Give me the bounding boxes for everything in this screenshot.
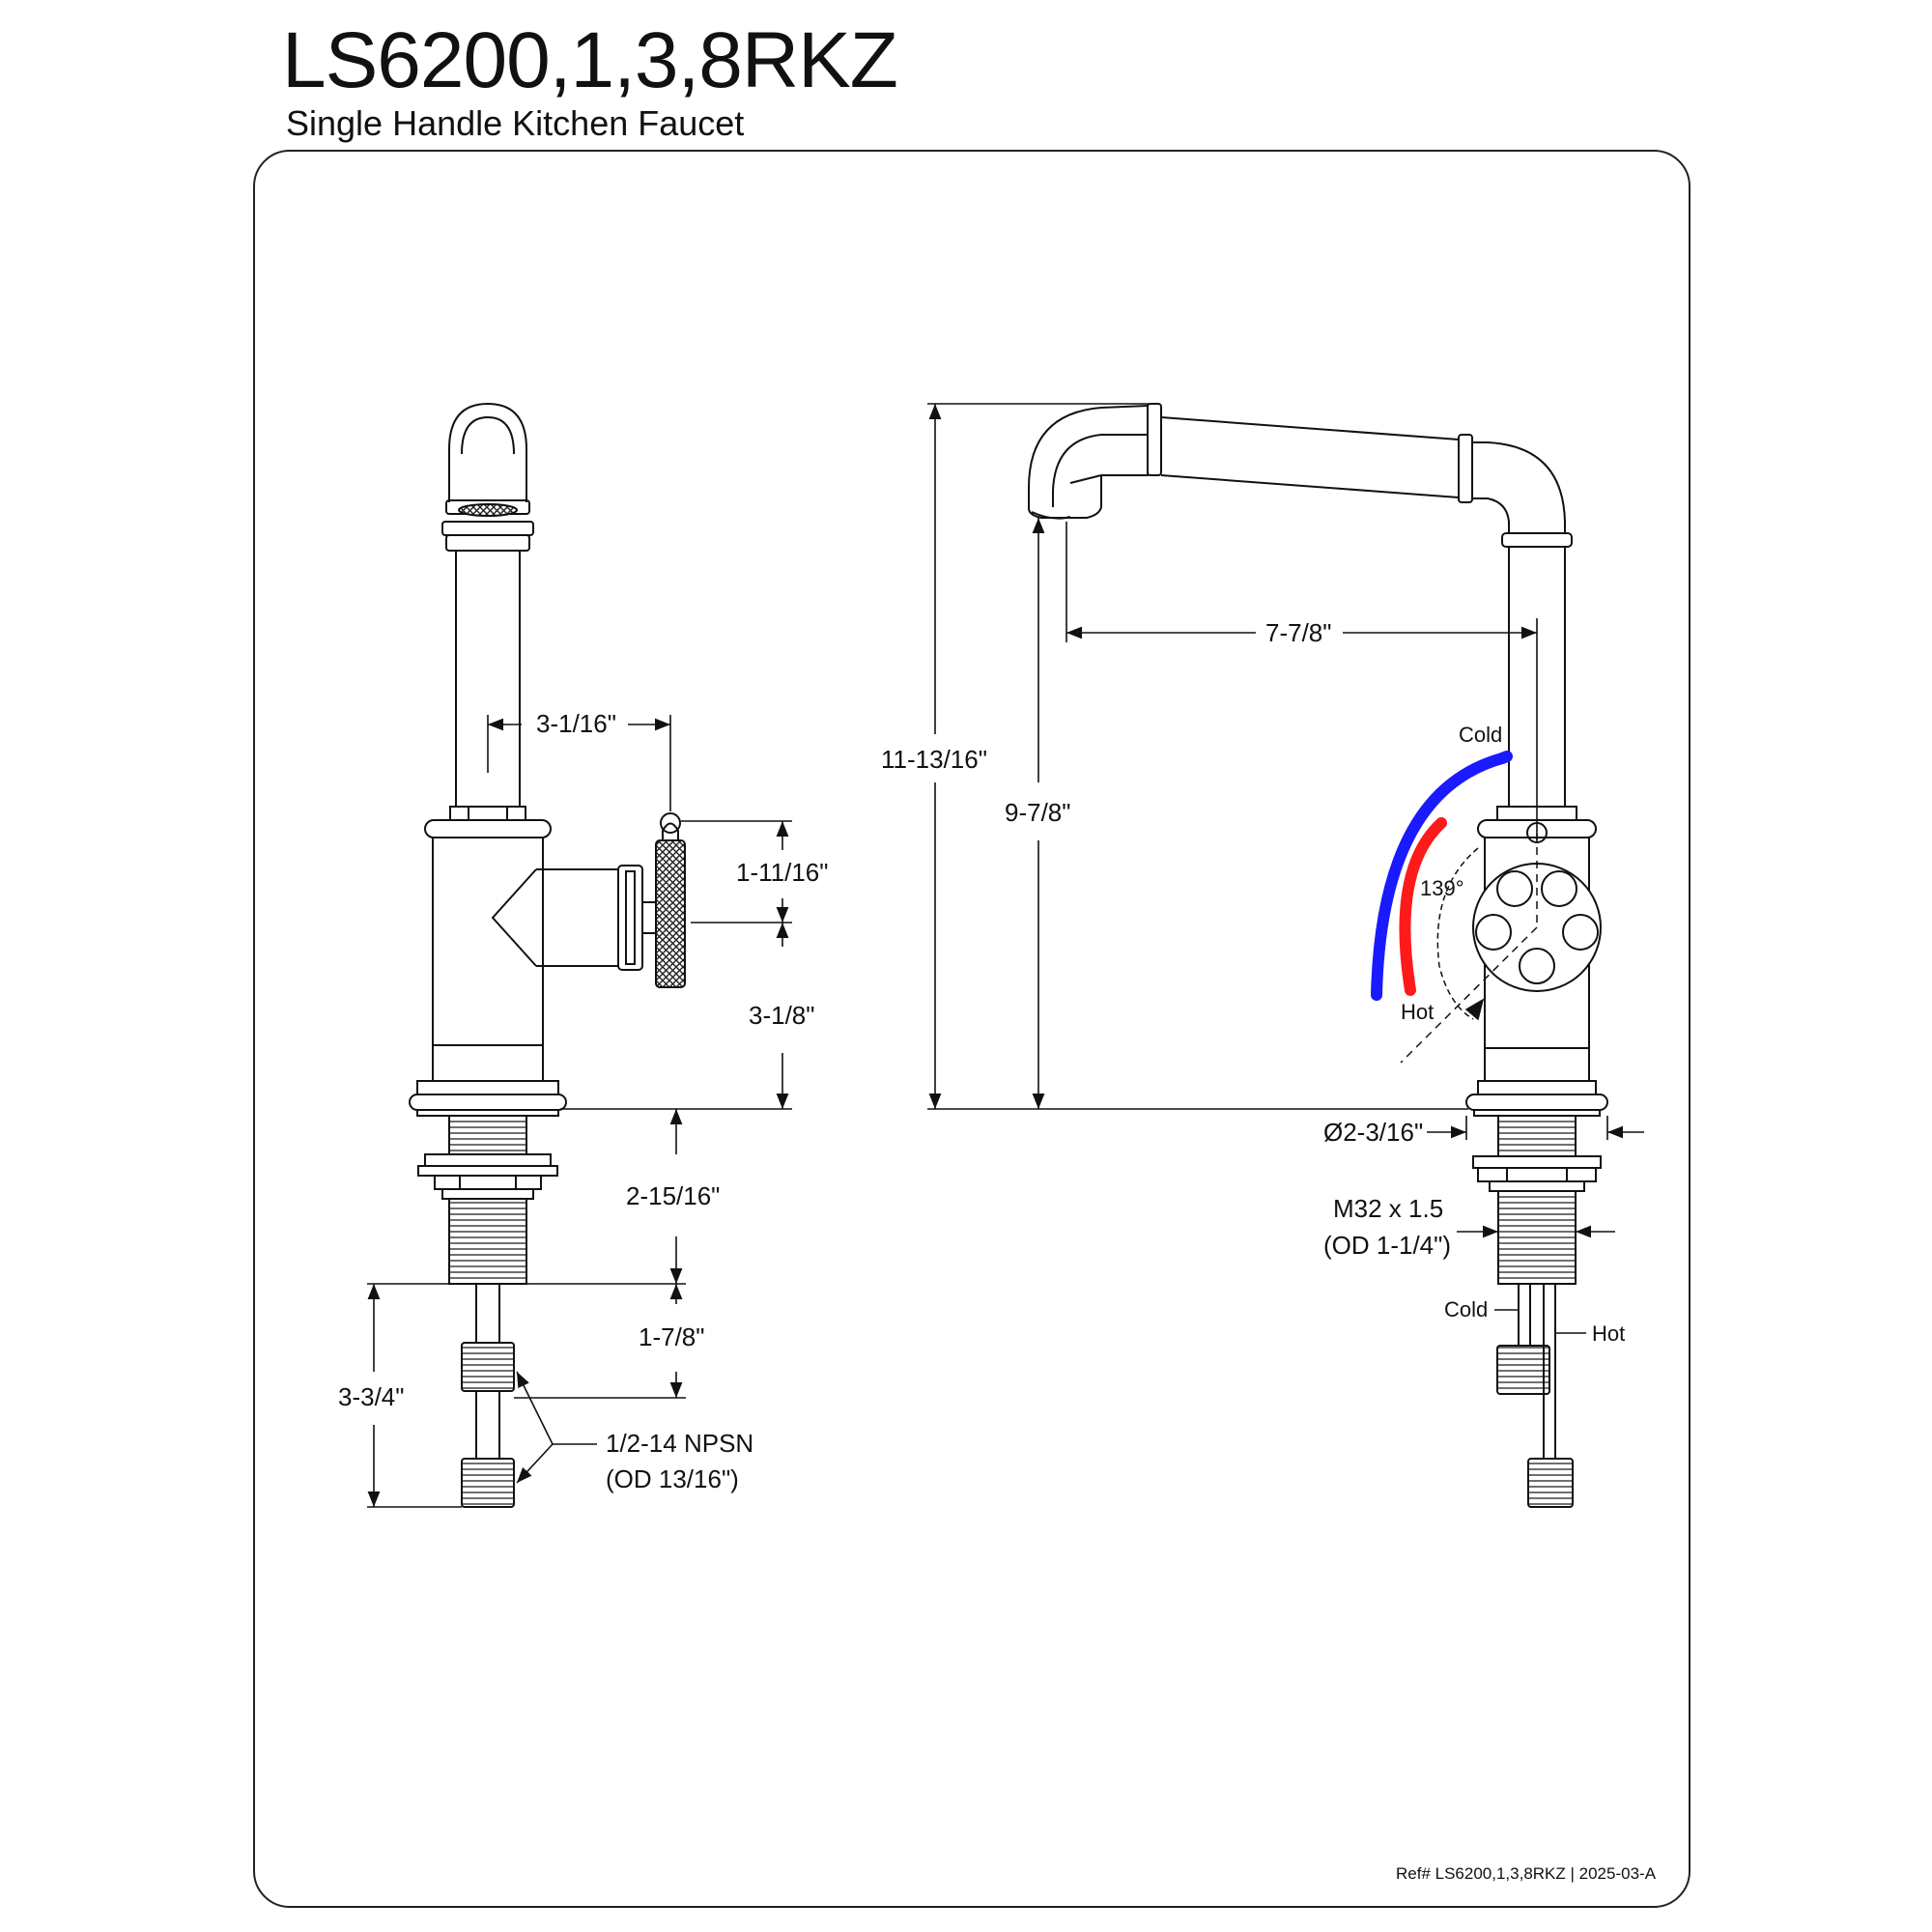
handle-angle-indicator (1400, 834, 1538, 1064)
cold-range-arc (1371, 753, 1508, 1001)
label-cold: Cold (1459, 723, 1502, 747)
front-view-dimensions (927, 403, 1644, 1334)
page-title: LS6200,1,3,8RKZ (282, 16, 898, 104)
front-view-labels: 11-13/16" 9-7/8" 7-7/8" Cold Hot 139° Ø2… (881, 618, 1625, 1346)
drawing-frame (253, 150, 1690, 1908)
thread-label-npsn: 1/2-14 NPSN (606, 1429, 753, 1458)
supply-label-cold: Cold (1444, 1297, 1488, 1321)
dim-overall-height: 11-13/16" (881, 745, 987, 774)
hot-range-arc (1399, 817, 1447, 996)
thread-label-od: (OD 13/16") (606, 1464, 739, 1493)
side-view-faucet (409, 402, 686, 1508)
thread-label-metric: M32 x 1.5 (1333, 1194, 1443, 1223)
dim-tail-length: 1-7/8" (639, 1322, 705, 1351)
dim-handle-to-deck: 3-1/8" (749, 1001, 815, 1030)
side-view-dimensions (367, 715, 792, 1508)
supply-label-hot: Hot (1592, 1321, 1625, 1346)
dim-spout-reach: 7-7/8" (1265, 618, 1332, 647)
side-view-labels: 3-1/16" 1-11/16" 3-1/8" 2-15/16" 1-7/8" … (338, 709, 828, 1493)
dim-total-below: 3-3/4" (338, 1382, 405, 1411)
dim-handle-height: 1-11/16" (736, 858, 828, 887)
reference-number: Ref# LS6200,1,3,8RKZ | 2025-03-A (1396, 1864, 1657, 1883)
dim-spout-offset: 3-1/16" (536, 709, 616, 738)
page-subtitle: Single Handle Kitchen Faucet (286, 103, 745, 143)
thread-label-od-front: (OD 1-1/4") (1323, 1231, 1451, 1260)
front-view-faucet (1027, 403, 1608, 1508)
dim-base-diameter: Ø2-3/16" (1323, 1118, 1423, 1147)
label-angle: 139° (1420, 876, 1464, 900)
dim-shank-length: 2-15/16" (626, 1181, 720, 1210)
label-hot: Hot (1401, 1000, 1434, 1024)
dim-spout-height: 9-7/8" (1005, 798, 1071, 827)
